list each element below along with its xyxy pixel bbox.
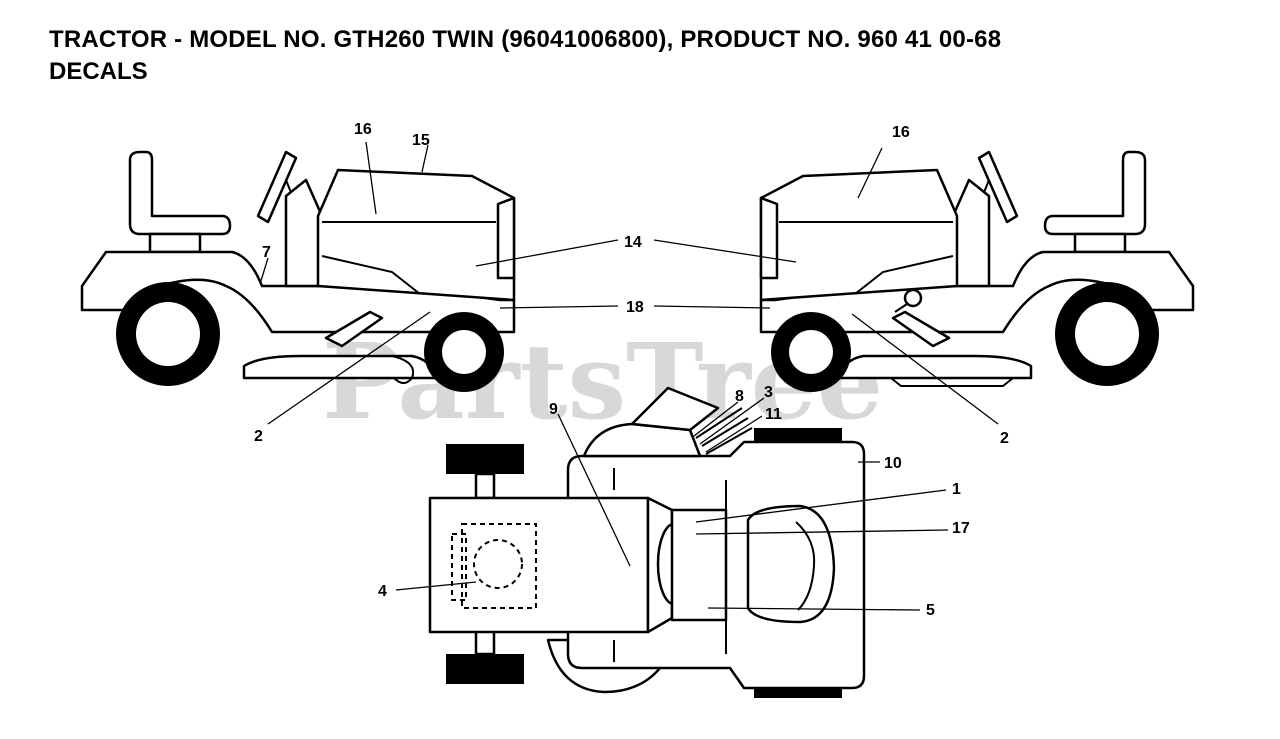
callout-16-left: 16 — [354, 121, 372, 138]
rear-tire-top-left — [446, 444, 524, 474]
callout-17: 17 — [952, 520, 970, 537]
leader-lines — [259, 141, 999, 611]
title-section-line: DECALS — [49, 58, 148, 85]
steering-wheel-left — [256, 150, 298, 224]
seat-base-left — [148, 232, 202, 254]
grille-left — [496, 196, 516, 280]
callout-5: 5 — [926, 602, 935, 619]
callout-8: 8 — [735, 388, 744, 405]
callout-labels: 16 15 7 14 18 2 2 16 9 8 3 11 10 1 17 5 … — [254, 121, 1009, 619]
hood-left — [316, 168, 516, 302]
callout-16-right: 16 — [892, 124, 910, 141]
callout-3: 3 — [764, 384, 773, 401]
tractor-right-side-view — [759, 150, 1195, 392]
tractor-top-view — [428, 386, 866, 698]
hood-bulge-top — [746, 504, 836, 624]
steering-column-top — [630, 386, 720, 432]
callout-2-left: 2 — [254, 428, 263, 445]
dash-left — [284, 178, 324, 288]
fuel-cap-dashed — [473, 539, 523, 589]
callout-1: 1 — [952, 481, 961, 498]
rear-tire-top-right — [446, 654, 524, 684]
callout-7: 7 — [262, 244, 271, 261]
front-tire-top-left — [754, 428, 842, 444]
diagram-title: TRACTOR - MODEL NO. GTH260 TWIN (9604100… — [49, 24, 1229, 88]
callout-11: 11 — [765, 406, 782, 423]
fuel-decal-area — [461, 523, 537, 609]
tractor-left-side-view — [80, 150, 516, 392]
seat-left — [128, 150, 232, 236]
pedal-left — [324, 310, 384, 348]
title-model-line: TRACTOR - MODEL NO. GTH260 TWIN (9604100… — [49, 26, 1002, 53]
callout-14: 14 — [624, 234, 642, 251]
callout-15: 15 — [412, 132, 430, 149]
callout-2-right: 2 — [1000, 430, 1009, 447]
callout-9: 9 — [549, 401, 558, 418]
callout-18: 18 — [626, 299, 644, 316]
callout-10: 10 — [884, 455, 902, 472]
callout-4: 4 — [378, 583, 387, 600]
